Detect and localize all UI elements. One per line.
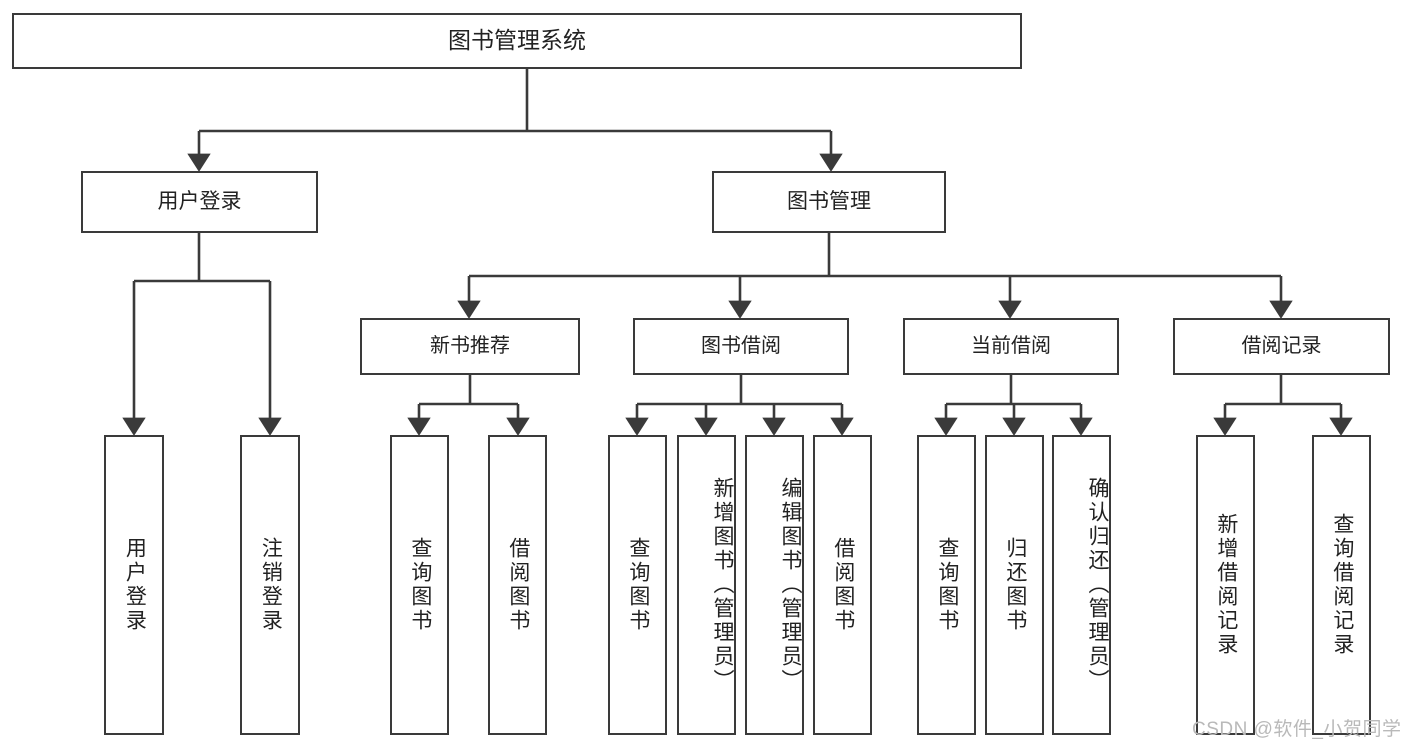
node-leaf-add-borrow-record[interactable]: 新增借阅记录 xyxy=(1196,435,1255,735)
node-label: 注销登录 xyxy=(259,537,283,633)
node-leaf-edit-book[interactable]: 编辑图书（管理员） xyxy=(745,435,804,735)
node-book-borrow[interactable]: 图书借阅 xyxy=(633,318,849,375)
node-user-login[interactable]: 用户登录 xyxy=(81,171,318,233)
node-leaf-add-book[interactable]: 新增图书（管理员） xyxy=(677,435,736,735)
node-leaf-return-book[interactable]: 归还图书 xyxy=(985,435,1044,735)
node-label: 新书推荐 xyxy=(430,334,510,357)
node-label: 借阅图书 xyxy=(506,537,530,633)
node-label: 图书借阅 xyxy=(701,334,781,357)
node-book-management-system[interactable]: 图书管理系统 xyxy=(12,13,1022,69)
node-label: 用户登录 xyxy=(157,189,242,213)
node-label: 新增借阅记录 xyxy=(1214,513,1238,657)
node-leaf-borrow-book[interactable]: 借阅图书 xyxy=(813,435,872,735)
node-label: 借阅图书 xyxy=(831,537,855,633)
node-leaf-query-book-borrow[interactable]: 查询图书 xyxy=(608,435,667,735)
node-leaf-borrow-book-recommend[interactable]: 借阅图书 xyxy=(488,435,547,735)
node-label: 查询图书 xyxy=(626,537,650,633)
node-leaf-user-login[interactable]: 用户登录 xyxy=(104,435,164,735)
node-leaf-logout-login[interactable]: 注销登录 xyxy=(240,435,300,735)
node-label: 查询借阅记录 xyxy=(1330,513,1354,657)
node-label: 编辑图书（管理员） xyxy=(779,477,802,693)
node-label: 确认归还（管理员） xyxy=(1086,477,1109,693)
node-label: 归还图书 xyxy=(1003,537,1027,633)
node-label: 查询图书 xyxy=(935,537,959,633)
node-current-borrow[interactable]: 当前借阅 xyxy=(903,318,1119,375)
node-label: 图书管理系统 xyxy=(448,27,586,54)
node-label: 新增图书（管理员） xyxy=(711,477,734,693)
node-book-management[interactable]: 图书管理 xyxy=(712,171,946,233)
node-label: 借阅记录 xyxy=(1241,334,1322,357)
node-label: 用户登录 xyxy=(123,537,147,633)
node-label: 查询图书 xyxy=(408,537,432,633)
node-label: 当前借阅 xyxy=(971,334,1051,357)
node-leaf-query-borrow-record[interactable]: 查询借阅记录 xyxy=(1312,435,1371,735)
node-new-book-recommend[interactable]: 新书推荐 xyxy=(360,318,580,375)
node-label: 图书管理 xyxy=(787,189,871,213)
node-borrow-record[interactable]: 借阅记录 xyxy=(1173,318,1390,375)
node-leaf-confirm-return[interactable]: 确认归还（管理员） xyxy=(1052,435,1111,735)
node-leaf-query-book-current[interactable]: 查询图书 xyxy=(917,435,976,735)
csdn-watermark: CSDN @软件_小贺同学 xyxy=(1192,719,1402,740)
node-leaf-query-book-recommend[interactable]: 查询图书 xyxy=(390,435,449,735)
